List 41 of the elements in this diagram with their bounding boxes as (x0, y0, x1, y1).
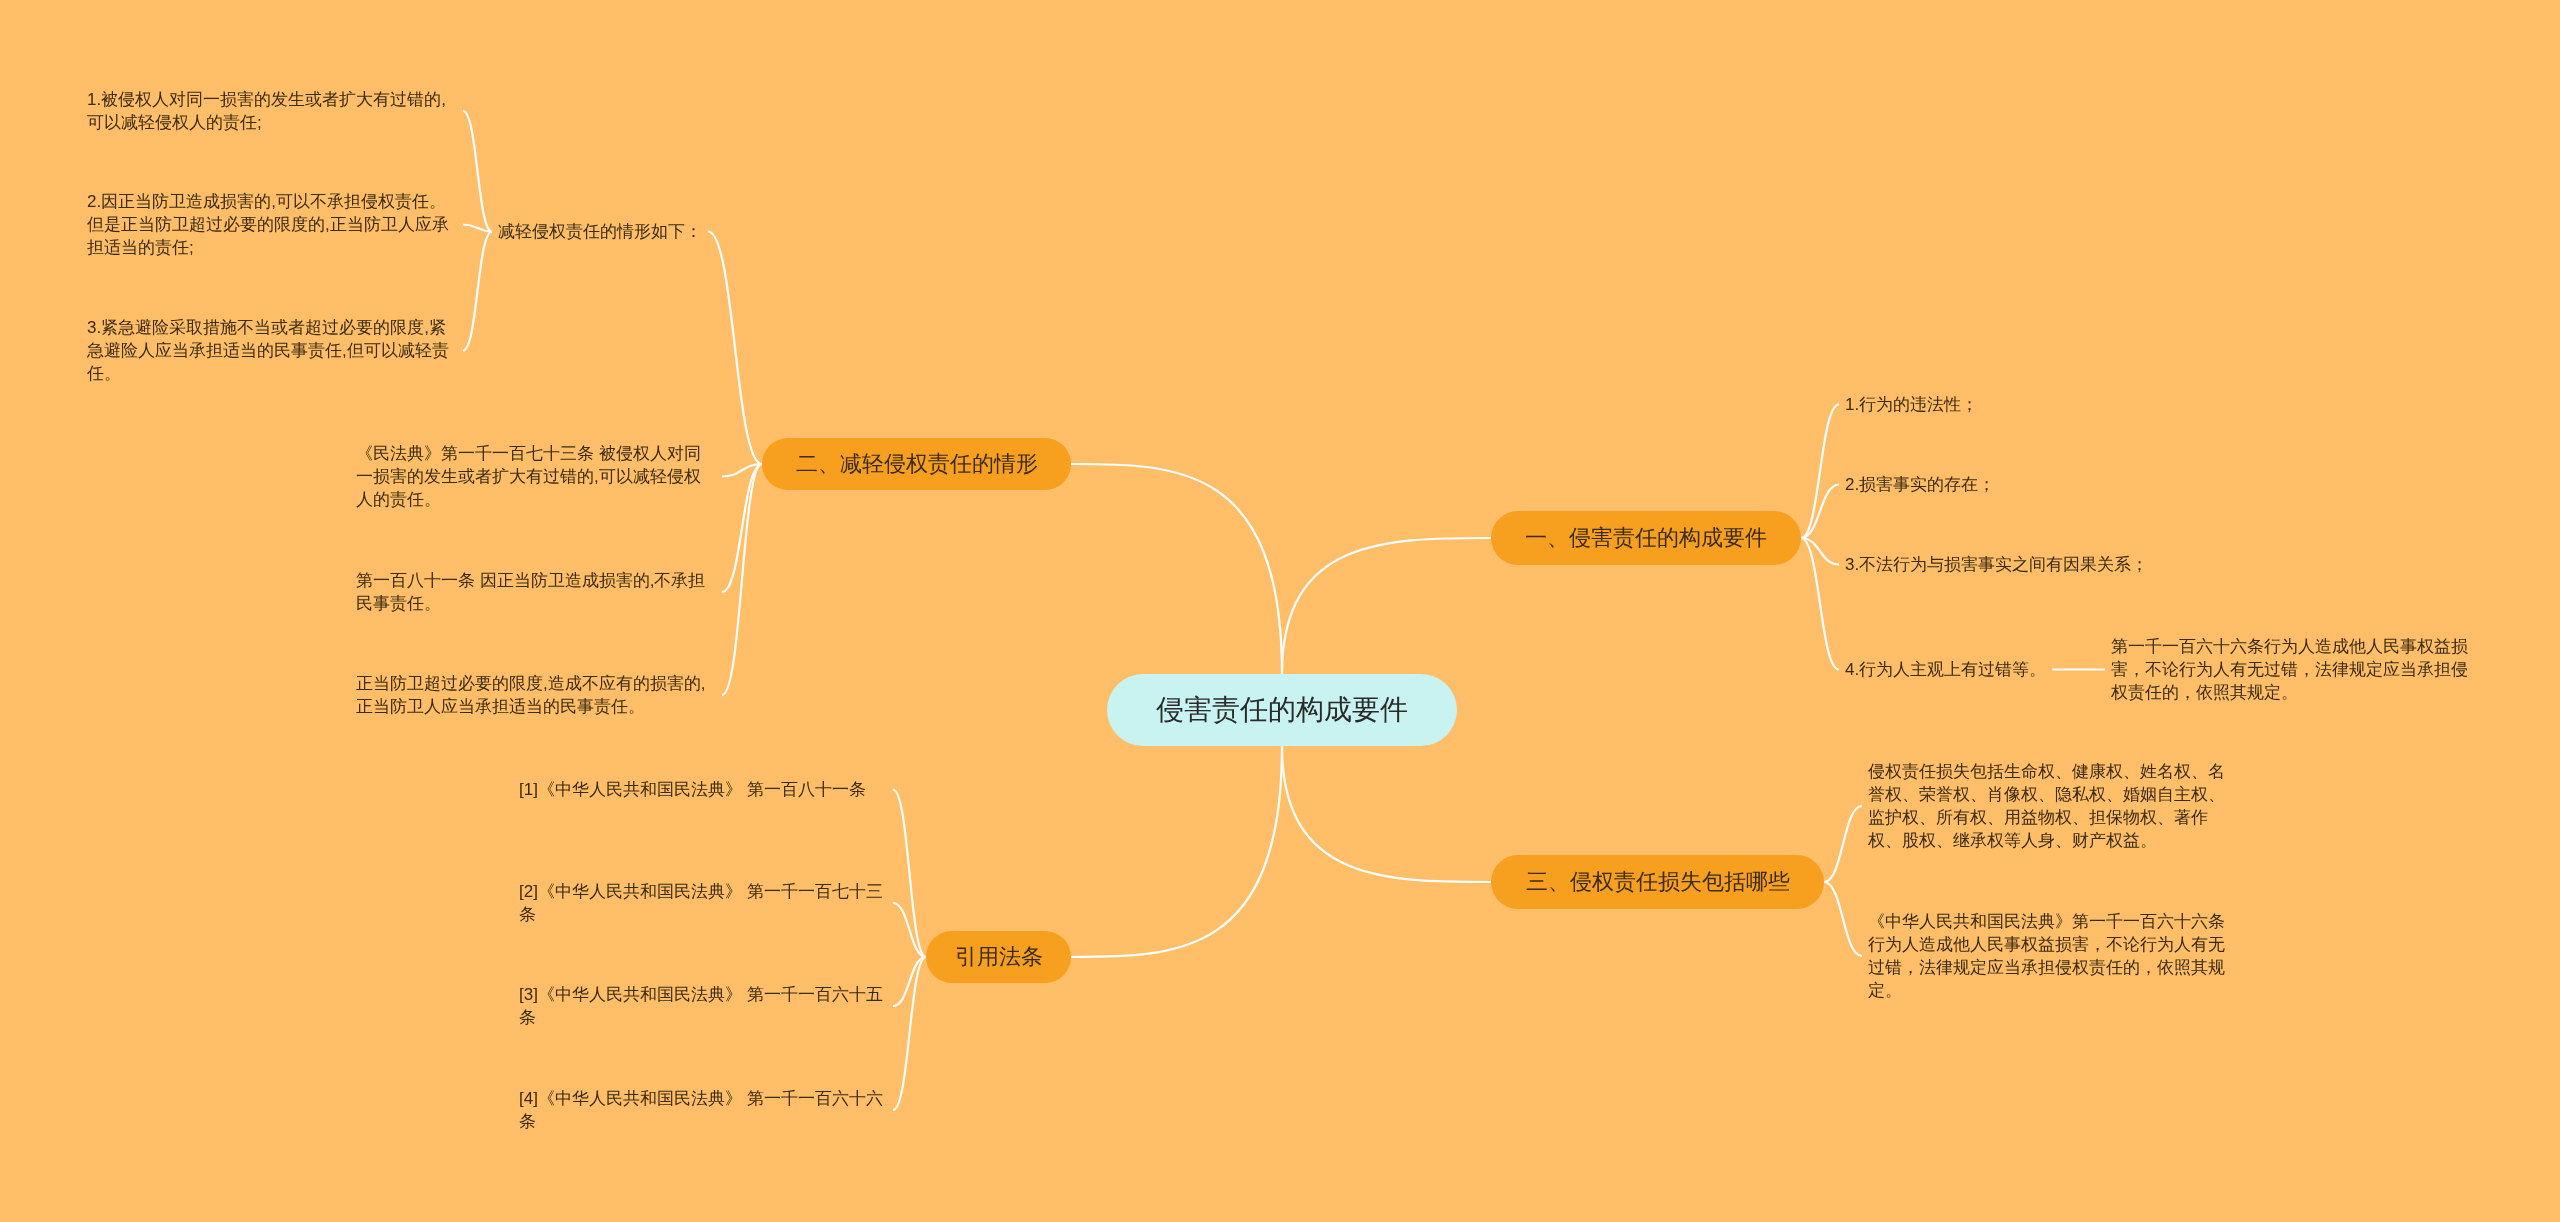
connector-line (892, 956, 927, 1111)
branch-topic: 二、减轻侵权责任的情形 (762, 438, 1071, 490)
leaf-text: 正当防卫超过必要的限度,造成不应有的损害的,正当防卫人应当承担适当的民事责任。 (356, 672, 716, 718)
leaf-text: [1]《中华人民共和国民法典》 第一百八十一条 (519, 778, 887, 801)
connector-line (1823, 880, 1863, 958)
leaf-text: 《中华人民共和国民法典》第一千一百六十六条行为人造成他人民事权益损害，不论行为人有无过错，法律规定应当承担侵权责任的，依照其规定。 (1868, 910, 2236, 1002)
connector-line (1280, 536, 1491, 675)
connector-line (707, 230, 763, 465)
leaf-text: 1.被侵权人对同一损害的发生或者扩大有过错的,可以减轻侵权人的责任; (87, 88, 457, 134)
leaf-text: 3.不法行为与损害事实之间有因果关系； (1845, 553, 2149, 576)
leaf-text: 第一百八十一条 因正当防卫造成损害的,不承担民事责任。 (356, 569, 716, 615)
connector-line (1800, 537, 1840, 671)
central-topic: 侵害责任的构成要件 (1107, 674, 1457, 746)
leaf-text: [3]《中华人民共和国民法典》 第一千一百六十五条 (519, 983, 887, 1029)
connector-line (1800, 536, 1840, 566)
connector-line (892, 901, 927, 959)
connector-line (462, 223, 493, 233)
connector-line (1280, 745, 1491, 884)
leaf-text: 4.行为人主观上有过错等。 (1845, 658, 2047, 681)
connector-line (892, 788, 927, 958)
leaf-text: 减轻侵权责任的情形如下： (498, 220, 702, 243)
connector-line (892, 955, 927, 1008)
connector-line (721, 463, 763, 696)
leaf-text: [2]《中华人民共和国民法典》 第一千一百七十三条 (519, 880, 887, 926)
connector-line (2052, 668, 2105, 671)
branch-topic: 引用法条 (926, 931, 1071, 983)
leaf-text: 第一千一百六十六条行为人造成他人民事权益损害，不论行为人有无过错，法律规定应当承担侵权责任的，依照其规定。 (2111, 635, 2483, 704)
leaf-text: [4]《中华人民共和国民法典》 第一千一百六十六条 (519, 1087, 887, 1133)
connector-line (462, 110, 493, 233)
leaf-text: 《民法典》第一千一百七十三条 被侵权人对同一损害的发生或者扩大有过错的,可以减轻侵权人的责任。 (356, 442, 716, 511)
connector-line (462, 230, 493, 352)
leaf-text: 3.紧急避险采取措施不当或者超过必要的限度,紧急避险人应当承担适当的民事责任,但可以减轻责任。 (87, 316, 457, 385)
connector-line (1800, 403, 1840, 539)
branch-topic: 三、侵权责任损失包括哪些 (1491, 855, 1824, 909)
leaf-text: 2.因正当防卫造成损害的,可以不承担侵权责任。但是正当防卫超过必要的限度的,正当防卫人应承担适当的责任; (87, 190, 457, 259)
leaf-text: 侵权责任损失包括生命权、健康权、姓名权、名誉权、荣誉权、肖像权、隐私权、婚姻自主权、监护权、所有权、用益物权、担保物权、著作权、股权、继承权等人身、财产权益。 (1868, 760, 2236, 852)
connector-line (1823, 804, 1863, 884)
branch-topic: 一、侵害责任的构成要件 (1491, 511, 1801, 565)
leaf-text: 2.损害事实的存在； (1845, 473, 1996, 496)
connector-line (1800, 483, 1840, 540)
leaf-text: 1.行为的违法性； (1845, 393, 1979, 416)
